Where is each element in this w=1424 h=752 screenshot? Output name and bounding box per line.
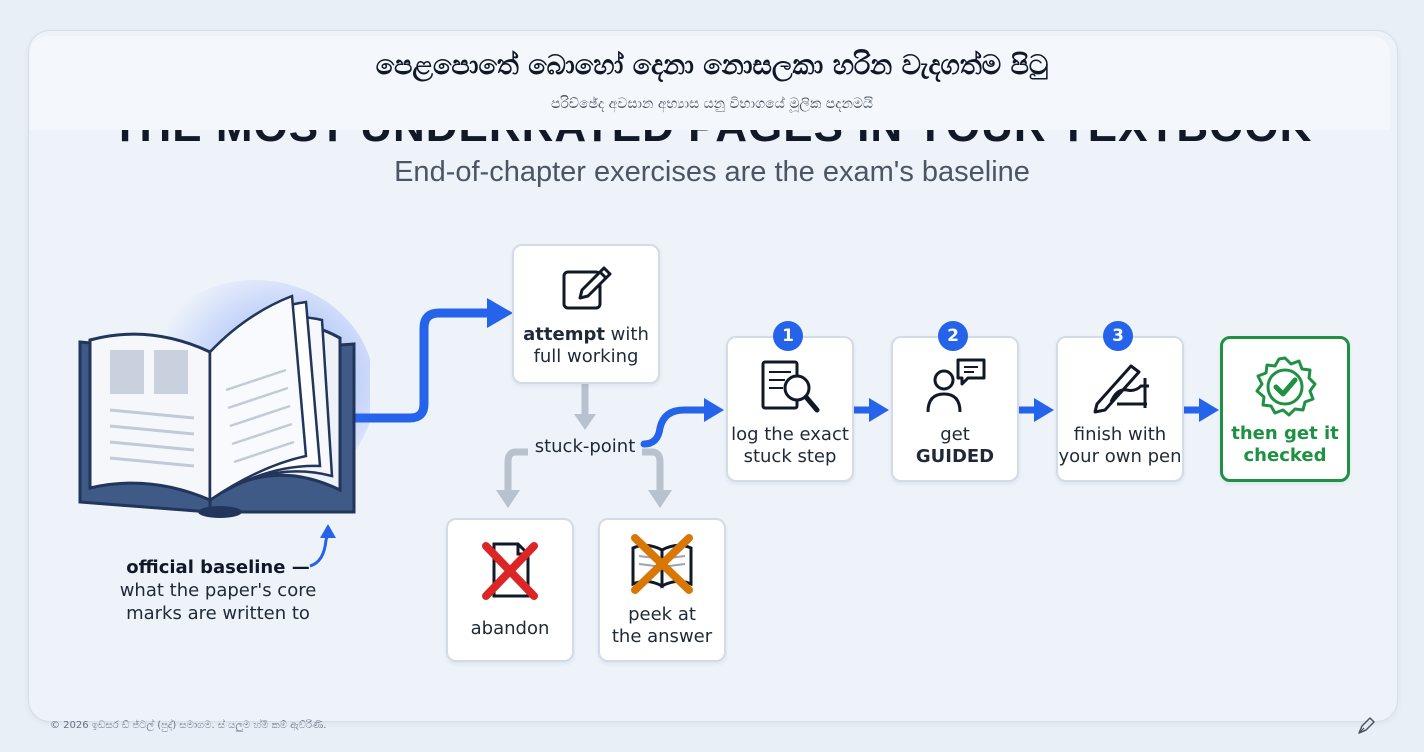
step-1-box: log the exact stuck step	[726, 336, 854, 482]
peek-label-line1: peek at	[628, 604, 696, 625]
crossed-book-icon	[631, 534, 693, 594]
attempt-box: attempt with full working	[512, 244, 660, 384]
step-3-box: finish with your own pen	[1056, 336, 1184, 482]
abandon-label: abandon	[470, 618, 550, 639]
arrow-book-to-attempt	[351, 308, 497, 423]
attempt-label: attempt with	[514, 324, 658, 346]
step-1-line1: log the exact	[731, 424, 849, 445]
page-title: පෙළපොතේ බොහෝ දෙනා නොසලකා හරින වැදගත්ම පි…	[375, 50, 1049, 81]
subtitle-english: End-of-chapter exercises are the exam's …	[394, 156, 1030, 188]
person-speech-bubble-icon	[926, 358, 986, 413]
final-line1: then get it	[1231, 423, 1339, 444]
final-line2: checked	[1243, 445, 1327, 466]
caption-bold: official baseline —	[126, 557, 310, 578]
check-seal-icon	[1255, 356, 1317, 417]
arrow-stuck-to-step1	[640, 406, 712, 448]
attempt-label-bold: attempt	[523, 324, 605, 345]
step-3-line1: finish with	[1073, 424, 1167, 445]
attempt-label-rest: with	[604, 324, 649, 345]
attempt-label-line2: full working	[533, 346, 639, 367]
arrow-stuck-to-peek	[642, 448, 664, 492]
step-3-line2: your own pen	[1058, 446, 1182, 467]
peek-answer-box: peek at the answer	[598, 518, 726, 662]
abandon-box: abandon	[446, 518, 574, 662]
magnifier-document-icon	[761, 360, 820, 413]
caption-line-2: marks are written to	[126, 603, 310, 624]
caption-line-1: what the paper's core	[119, 580, 317, 601]
footer-copyright: © 2026 ඉඩසර ඩ්‌ ජ්‌ටල් (පුද්) සමාගම. ස්‌…	[50, 720, 327, 731]
step-3-badge: 3	[1103, 321, 1133, 351]
hand-writing-pen-icon	[1093, 364, 1149, 414]
page-subtitle: පරිච්ඡේද අවසාන අභ්‍යාස යනු විභාගයේ මූලික…	[551, 96, 873, 112]
step-2-badge: 2	[938, 321, 968, 351]
step-1-line2: stuck step	[743, 446, 837, 467]
crossed-page-icon	[482, 542, 538, 600]
final-box: then get it checked	[1220, 336, 1350, 482]
stuck-point-label: stuck-point	[534, 436, 636, 457]
textbook-caption: official baseline — what the paper's cor…	[100, 556, 336, 625]
step-1-badge: 1	[773, 321, 803, 351]
arrow-caption-to-book	[309, 533, 330, 568]
title-band	[30, 36, 1390, 130]
peek-label-line2: the answer	[611, 626, 713, 647]
step-2-line2: GUIDED	[915, 446, 995, 467]
step-2-box: get GUIDED	[891, 336, 1019, 482]
step-2-line1: get	[940, 424, 970, 445]
arrow-stuck-to-abandon	[504, 448, 528, 492]
pen-nib-icon	[1358, 717, 1375, 734]
pencil-square-icon	[562, 266, 612, 310]
open-book-icon	[78, 280, 370, 518]
